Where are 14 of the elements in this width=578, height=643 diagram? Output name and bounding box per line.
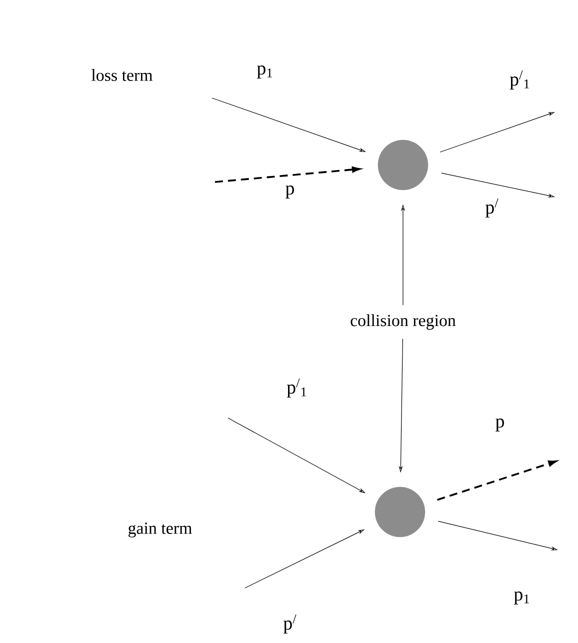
edge-label: p$^{/}$1 [286, 378, 308, 398]
edge-label: p [284, 184, 296, 200]
edge-label: p$^{/}$ [282, 614, 298, 634]
arrow [214, 166, 360, 183]
collision-circle [374, 486, 426, 538]
term-label: gain term [128, 522, 192, 538]
edge-label: p [494, 418, 506, 432]
region-label: collision region [350, 314, 456, 330]
edge-label: p$_{1}$ [512, 590, 532, 606]
edge-label: p$^{/}$1 [508, 70, 532, 90]
edge-label: p$_{1}$ [256, 64, 274, 80]
edge-label: p$^{/}$ [484, 198, 500, 218]
term-label: loss term [92, 69, 153, 81]
collision-circle [378, 140, 428, 190]
